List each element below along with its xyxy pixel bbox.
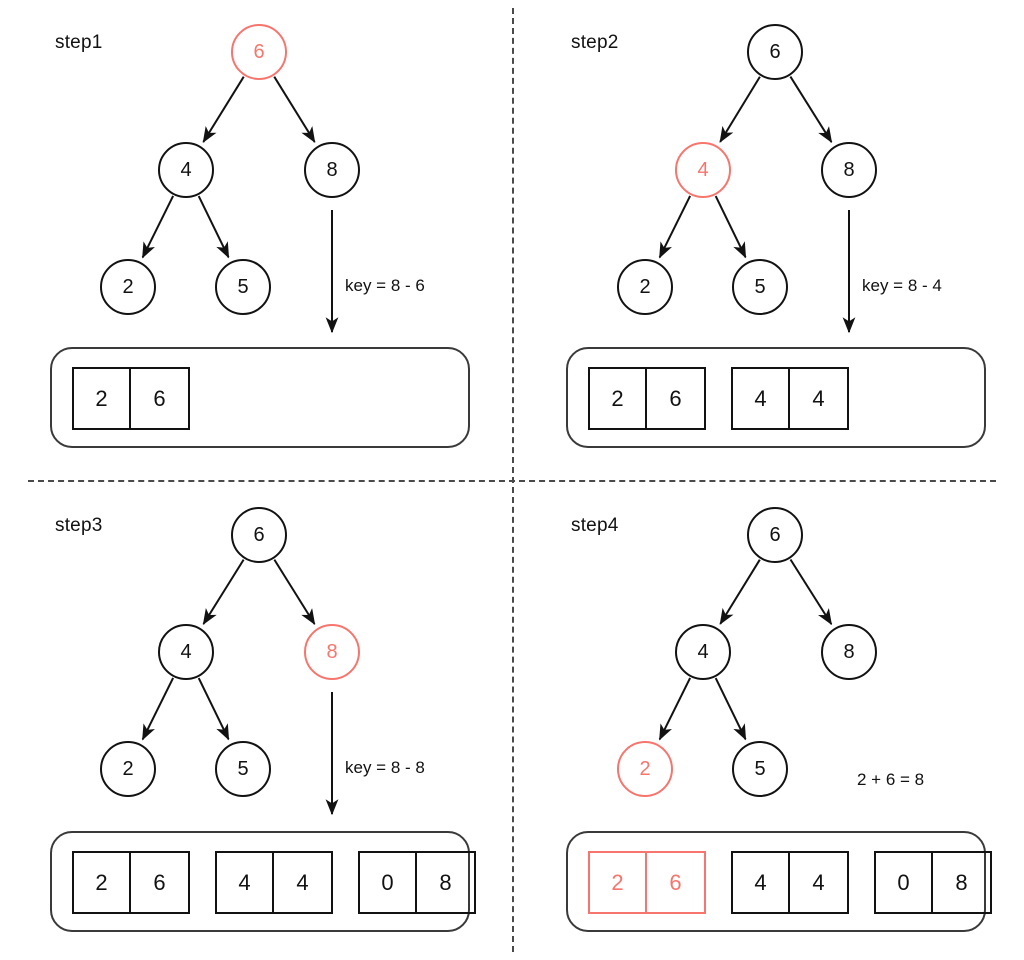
stack-cell[interactable]: 2 bbox=[590, 369, 647, 428]
key-label-step3: key = 8 - 8 bbox=[345, 758, 425, 777]
stack-cell[interactable]: 8 bbox=[439, 869, 452, 895]
horizontal-divider bbox=[28, 480, 996, 482]
tree-node-step3-right[interactable]: 8 bbox=[304, 624, 360, 680]
key-label-step2: key = 8 - 4 bbox=[862, 276, 942, 295]
tree-node-step2-left[interactable]: 4 bbox=[675, 142, 731, 198]
stack-cell[interactable]: 4 bbox=[733, 369, 790, 428]
stack-cell[interactable]: 2 bbox=[74, 853, 131, 912]
tree-edge-step1-root-left bbox=[202, 76, 245, 143]
stack-cell[interactable]: 4 bbox=[296, 869, 309, 895]
step-label-step4: step4 bbox=[571, 515, 619, 536]
stack-cell[interactable]: 6 bbox=[669, 869, 682, 895]
tree-node-step3-root[interactable]: 6 bbox=[231, 507, 287, 563]
tree-edge-step3-root-left bbox=[202, 559, 245, 626]
tree-edge-step2-left-lr bbox=[714, 195, 747, 259]
tree-edge-step4-left-ll bbox=[658, 677, 692, 741]
step-label-step2: step2 bbox=[571, 32, 619, 53]
tree-node-step2-lr[interactable]: 5 bbox=[732, 259, 788, 315]
tree-node-step4-root[interactable]: 6 bbox=[747, 507, 803, 563]
step-label-step3: step3 bbox=[55, 515, 103, 536]
stack-cell[interactable]: 0 bbox=[876, 853, 933, 912]
tree-edge-step3-left-ll bbox=[141, 677, 175, 741]
tree-edge-step4-root-left bbox=[719, 559, 761, 625]
stack-cell[interactable]: 4 bbox=[217, 853, 274, 912]
tree-edge-step3-root-right bbox=[273, 559, 316, 626]
key-label-step1: key = 8 - 6 bbox=[345, 276, 425, 295]
tree-edge-step1-left-lr bbox=[197, 195, 230, 259]
tree-edge-step4-root-right bbox=[789, 558, 833, 626]
tree-node-step3-lr[interactable]: 5 bbox=[215, 741, 271, 797]
tree-node-step4-lr[interactable]: 5 bbox=[732, 741, 788, 797]
stack-cell[interactable]: 4 bbox=[733, 853, 790, 912]
stack-cell[interactable]: 4 bbox=[812, 869, 825, 895]
tree-node-step3-left[interactable]: 4 bbox=[158, 624, 214, 680]
stack-cell[interactable]: 0 bbox=[360, 853, 417, 912]
tree-node-step4-left[interactable]: 4 bbox=[675, 624, 731, 680]
tree-node-step1-ll[interactable]: 2 bbox=[100, 259, 156, 315]
tree-edge-step4-left-lr bbox=[714, 677, 747, 741]
tree-node-step2-ll[interactable]: 2 bbox=[617, 259, 673, 315]
tree-edge-step2-root-right bbox=[789, 76, 833, 144]
tree-edge-step1-root-right bbox=[273, 76, 316, 143]
tree-edge-step1-left-ll bbox=[141, 195, 175, 259]
tree-node-step4-ll[interactable]: 2 bbox=[617, 741, 673, 797]
tree-node-step4-right[interactable]: 8 bbox=[821, 624, 877, 680]
stack-cell[interactable]: 6 bbox=[669, 385, 682, 411]
tree-edge-step2-root-left bbox=[719, 76, 761, 143]
step-label-step1: step1 bbox=[55, 32, 103, 53]
tree-node-step1-right[interactable]: 8 bbox=[304, 142, 360, 198]
tree-node-step2-right[interactable]: 8 bbox=[821, 142, 877, 198]
stack-cell[interactable]: 6 bbox=[153, 869, 166, 895]
tree-node-step3-ll[interactable]: 2 bbox=[100, 741, 156, 797]
sum-label-step4: 2 + 6 = 8 bbox=[857, 770, 925, 789]
tree-edge-step3-left-lr bbox=[197, 677, 230, 741]
tree-node-step1-lr[interactable]: 5 bbox=[215, 259, 271, 315]
stack-cell[interactable]: 8 bbox=[955, 869, 968, 895]
tree-node-step2-root[interactable]: 6 bbox=[747, 24, 803, 80]
stack-cell[interactable]: 4 bbox=[812, 385, 825, 411]
tree-node-step1-root[interactable]: 6 bbox=[231, 24, 287, 80]
tree-edge-step2-left-ll bbox=[658, 195, 692, 259]
tree-node-step1-left[interactable]: 4 bbox=[158, 142, 214, 198]
stack-cell[interactable]: 2 bbox=[590, 853, 647, 912]
stack-cell[interactable]: 2 bbox=[74, 369, 131, 428]
stack-cell[interactable]: 6 bbox=[153, 385, 166, 411]
